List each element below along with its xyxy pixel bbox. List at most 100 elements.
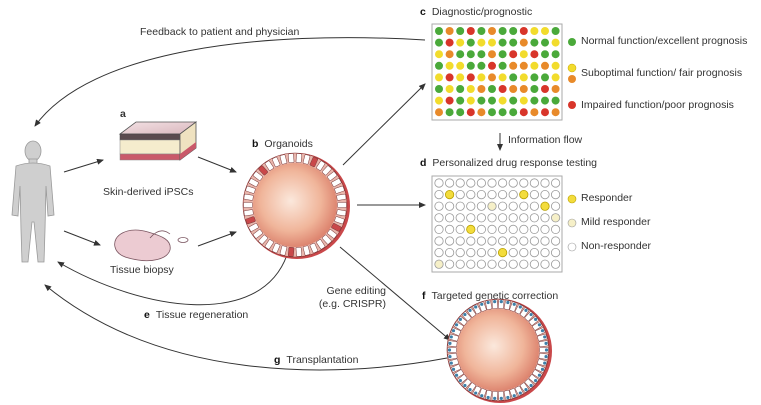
corrected-nucleus bbox=[451, 367, 456, 371]
legend-dot-responder bbox=[567, 194, 577, 204]
diagnostic-well bbox=[477, 50, 486, 59]
diagnostic-well bbox=[477, 85, 486, 93]
drug-well bbox=[476, 178, 486, 188]
diagnostic-well bbox=[551, 50, 560, 59]
diagnostic-well bbox=[541, 73, 549, 82]
legend-dot-mild bbox=[567, 218, 577, 228]
drug-well bbox=[550, 259, 561, 269]
legend-dot-non bbox=[567, 242, 577, 252]
diagnostic-well bbox=[509, 85, 518, 93]
tissue-biopsy-label: Tissue biopsy bbox=[110, 264, 174, 276]
drug-well bbox=[508, 178, 518, 188]
corrected-nucleus bbox=[540, 367, 545, 371]
diagnostic-well bbox=[498, 27, 507, 35]
organoid-cell bbox=[252, 171, 263, 181]
corrected-nucleus bbox=[524, 308, 528, 312]
corrected-nucleus bbox=[529, 312, 533, 317]
diagnostic-well bbox=[519, 27, 528, 35]
diagnostic-well bbox=[445, 61, 454, 70]
drug-well bbox=[455, 248, 465, 258]
drug-well bbox=[497, 224, 508, 234]
gene-editing-line2: (e.g. CRISPR) bbox=[318, 298, 386, 310]
drug-well bbox=[529, 213, 540, 223]
drug-well bbox=[487, 201, 497, 211]
gene-editing-line1: Gene editing bbox=[326, 285, 386, 297]
corrected-organoid-icon bbox=[446, 298, 552, 403]
drug-well bbox=[487, 236, 497, 246]
diagnostic-well bbox=[488, 108, 496, 117]
drug-well bbox=[508, 201, 518, 211]
feedback-arrow bbox=[34, 37, 426, 127]
drug-well bbox=[540, 248, 550, 258]
organoid-cell bbox=[258, 165, 268, 176]
organoid-cell bbox=[243, 209, 254, 217]
organoid-cell bbox=[322, 165, 332, 176]
drug-well bbox=[455, 190, 465, 200]
organoid-cell bbox=[295, 246, 303, 257]
corrected-nucleus bbox=[468, 308, 472, 312]
corrected-nucleus bbox=[518, 305, 522, 309]
drug-well bbox=[508, 190, 518, 200]
drug-well bbox=[455, 224, 465, 234]
drug-well bbox=[519, 248, 529, 258]
diagnostic-well bbox=[541, 61, 549, 70]
diagnostic-well bbox=[456, 108, 465, 117]
diagnostic-well bbox=[509, 50, 518, 59]
organoid-cell bbox=[331, 223, 342, 232]
drug-well bbox=[434, 213, 444, 223]
drug-well bbox=[497, 248, 508, 258]
diagnostic-well bbox=[530, 85, 539, 93]
panel-d-letter: d bbox=[420, 157, 427, 169]
diagnostic-well bbox=[445, 50, 454, 59]
diagnostic-well bbox=[488, 85, 496, 93]
corrected-nucleus bbox=[544, 355, 548, 359]
arrows bbox=[34, 37, 503, 371]
organoid-cell bbox=[271, 156, 281, 168]
drug-well bbox=[434, 201, 444, 211]
diagnostic-well bbox=[445, 73, 454, 82]
corrected-nucleus bbox=[506, 395, 510, 400]
drug-well bbox=[434, 259, 444, 269]
diagnostic-well bbox=[488, 61, 496, 70]
diagnostic-well bbox=[541, 85, 549, 93]
organoid-cell bbox=[322, 234, 332, 245]
drug-well bbox=[466, 178, 476, 188]
diagnostic-well bbox=[477, 27, 486, 35]
corrected-nucleus bbox=[506, 300, 510, 305]
diagnostic-well bbox=[466, 85, 475, 93]
drug-well bbox=[508, 213, 518, 223]
corrected-nucleus bbox=[518, 391, 522, 395]
drug-plate bbox=[431, 175, 563, 273]
drug-well bbox=[434, 224, 444, 234]
drug-well bbox=[444, 190, 455, 200]
diagnostic-well bbox=[435, 85, 443, 93]
drug-well bbox=[497, 236, 508, 246]
regeneration-label: Tissue regeneration bbox=[155, 309, 249, 321]
diagnostic-well bbox=[435, 27, 443, 35]
drug-well bbox=[508, 224, 518, 234]
organoid-cell bbox=[245, 185, 256, 194]
diagnostic-well bbox=[456, 96, 465, 105]
diagnostic-well bbox=[498, 108, 507, 117]
corrected-nucleus bbox=[463, 312, 467, 317]
skin-ipsc-label: Skin-derived iPSCs bbox=[103, 186, 194, 198]
diagnostic-well bbox=[456, 27, 465, 35]
organoid-cell bbox=[316, 239, 326, 250]
drug-testing-label: Personalized drug response testing bbox=[432, 157, 598, 169]
corrected-nucleus bbox=[493, 396, 497, 400]
diagnostic-well bbox=[488, 96, 496, 105]
diagnostic-well bbox=[519, 61, 528, 70]
diagnostic-well bbox=[445, 85, 454, 93]
corrected-nucleus bbox=[543, 335, 547, 339]
corrected-nucleus bbox=[486, 395, 490, 400]
diagnostic-well bbox=[509, 61, 518, 70]
diagnostic-well bbox=[530, 27, 539, 35]
drug-well bbox=[444, 201, 455, 211]
arrow-patient-to-skin bbox=[63, 158, 104, 173]
drug-well bbox=[550, 178, 561, 188]
drug-well bbox=[497, 201, 508, 211]
drug-well bbox=[487, 259, 497, 269]
drug-well bbox=[444, 248, 455, 258]
diagnostic-well bbox=[477, 38, 486, 47]
legend-suboptimal-label: Suboptimal function/ fair prognosis bbox=[581, 67, 743, 79]
